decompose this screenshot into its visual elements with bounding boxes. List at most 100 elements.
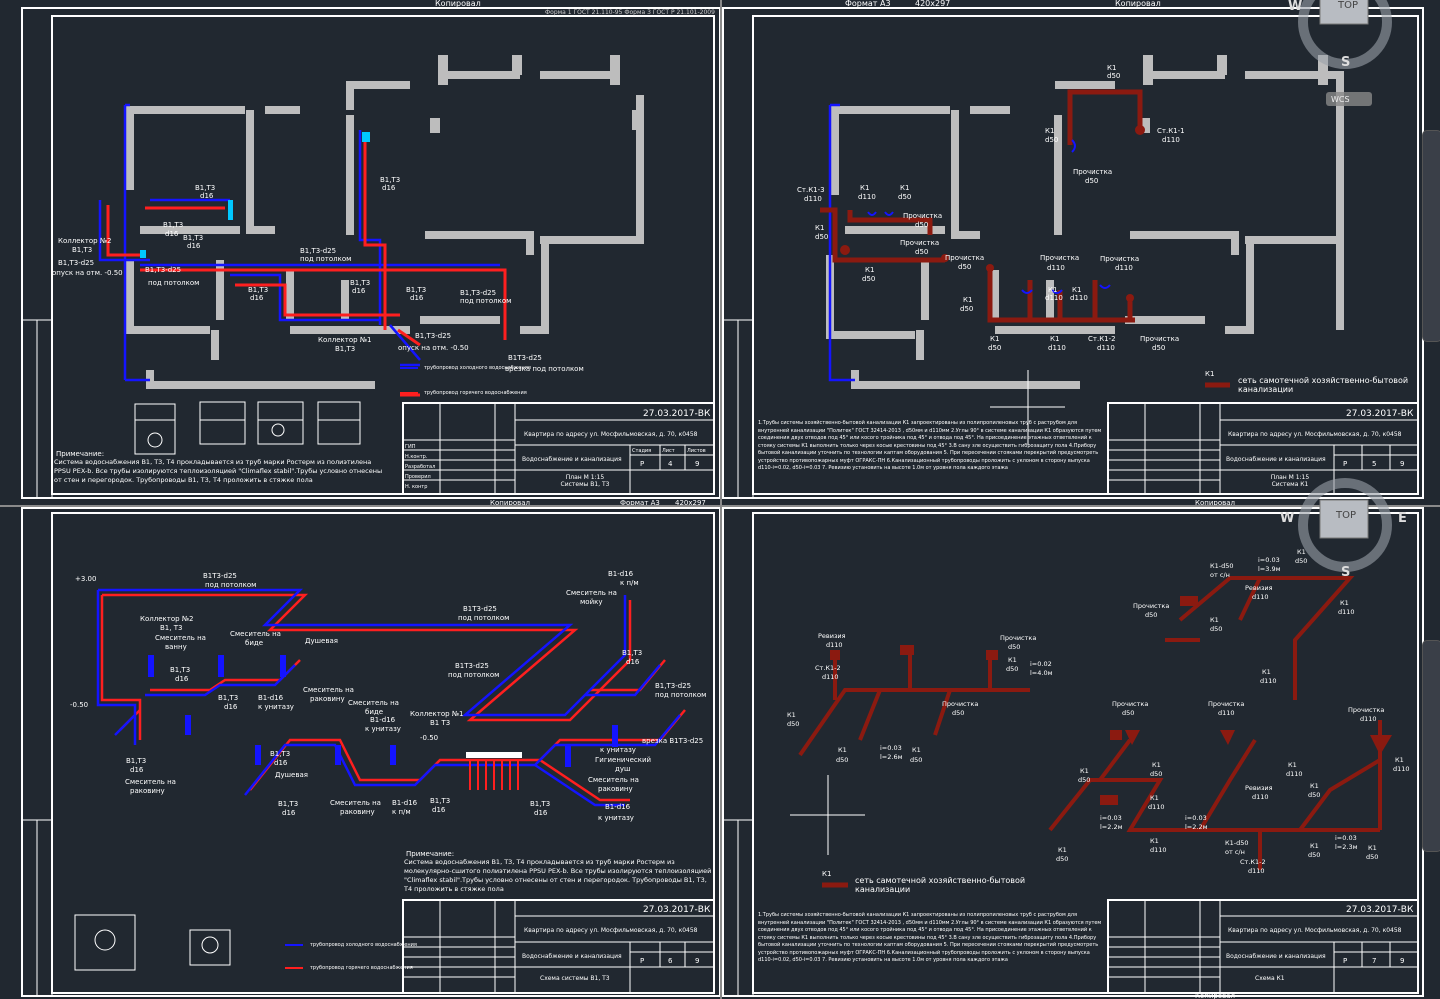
svg-text:В1-d16: В1-d16 — [392, 799, 418, 807]
svg-text:l=3.9м: l=3.9м — [1258, 565, 1281, 573]
svg-text:В1,Т3-d25: В1,Т3-d25 — [415, 332, 451, 340]
svg-text:d110: d110 — [1047, 264, 1065, 272]
svg-text:d110: d110 — [1070, 294, 1088, 302]
svg-text:Прочистка: Прочистка — [900, 239, 939, 247]
svg-text:d110: d110 — [1150, 846, 1167, 854]
svg-text:d110: d110 — [1248, 867, 1265, 875]
svg-text:под потолком: под потолком — [460, 297, 511, 305]
svg-text:WCS: WCS — [1331, 95, 1350, 104]
svg-text:Ст.К1-2: Ст.К1-2 — [815, 664, 841, 672]
svg-text:Коллектор №1: Коллектор №1 — [410, 710, 464, 718]
sheet-inner-frame — [51, 512, 715, 994]
svg-text:В1,Т3: В1,Т3 — [170, 666, 190, 674]
svg-text:Квартира по адресу ул. Мосфиль: Квартира по адресу ул. Мосфильмовская, д… — [524, 927, 698, 934]
svg-text:6: 6 — [668, 957, 673, 965]
svg-text:под потолком: под потолком — [300, 255, 351, 263]
svg-text:Коллектор №2: Коллектор №2 — [140, 615, 194, 623]
svg-text:Н.контр.: Н.контр. — [405, 454, 428, 460]
svg-text:под потолком: под потолком — [448, 671, 499, 679]
svg-text:d110: d110 — [1097, 344, 1115, 352]
svg-text:К1: К1 — [1297, 548, 1306, 556]
sheet-plan-water: Копировал Форма 1 ГОСТ 21.110-95 Форма 3… — [21, 0, 721, 507]
svg-text:К1: К1 — [1045, 127, 1054, 135]
svg-text:d110: d110 — [1260, 677, 1277, 685]
svg-text:В1,Т3: В1,Т3 — [406, 286, 426, 294]
svg-text:ванну: ванну — [165, 643, 187, 651]
svg-text:В1,Т3: В1,Т3 — [163, 221, 183, 229]
sheet-inner-frame — [752, 512, 1419, 994]
wcs-button[interactable] — [1326, 92, 1372, 106]
svg-text:d16: d16 — [282, 809, 296, 817]
svg-text:К1: К1 — [865, 266, 874, 274]
label-collector-2: Коллектор №2 — [58, 237, 112, 245]
navigation-bar-top[interactable] — [1422, 130, 1440, 342]
title-date-code: 27.03.2017-ВК — [643, 409, 711, 419]
svg-text:Копировал: Копировал — [1195, 499, 1235, 507]
svg-text:Прочистка: Прочистка — [1100, 255, 1139, 263]
sewer-pipes — [820, 89, 1143, 323]
sewer-notes: 1.Трубы системы хозяйственно-бытовой кан… — [758, 420, 1101, 471]
svg-text:d50: d50 — [1308, 851, 1320, 859]
svg-text:Примечание:: Примечание: — [406, 850, 454, 858]
svg-text:к унитазу: к унитазу — [598, 814, 634, 822]
svg-text:К1: К1 — [963, 296, 972, 304]
svg-text:В1,Т3-d25: В1,Т3-d25 — [145, 266, 181, 274]
svg-text:Схема К1: Схема К1 — [1255, 975, 1285, 982]
viewcube-bottom[interactable]: TOP W E S — [1280, 478, 1407, 580]
svg-text:d16: d16 — [432, 806, 446, 814]
svg-text:К1: К1 — [1340, 599, 1349, 607]
svg-text:d50: d50 — [815, 233, 828, 241]
svg-text:d110: d110 — [1162, 136, 1180, 144]
navigation-bar-bottom[interactable] — [1422, 640, 1440, 852]
svg-text:Смеситель на: Смеситель на — [348, 699, 399, 707]
svg-text:W: W — [1280, 511, 1294, 526]
svg-text:К1: К1 — [1310, 842, 1319, 850]
svg-text:Смеситель на: Смеситель на — [155, 634, 206, 642]
svg-text:9: 9 — [695, 957, 699, 965]
svg-text:i=0.03: i=0.03 — [1335, 834, 1357, 842]
svg-text:трубопровод холодного водоснаб: трубопровод холодного водоснабжения — [310, 942, 417, 948]
note-title: Примечание: — [56, 450, 104, 458]
window-stubs — [430, 55, 642, 133]
svg-text:трубопровод горячего водоснабж: трубопровод горячего водоснабжения — [424, 390, 527, 396]
svg-text:К1: К1 — [912, 746, 921, 754]
svg-text:d50: d50 — [988, 344, 1001, 352]
svg-text:d50: d50 — [915, 248, 928, 256]
svg-text:d16: d16 — [200, 192, 214, 200]
sheet-inner-frame — [752, 15, 1419, 495]
svg-text:Квартира по адресу ул. Мосфиль: Квартира по адресу ул. Мосфильмовская, д… — [1228, 927, 1402, 934]
svg-text:биде: биде — [245, 639, 263, 647]
svg-text:К1: К1 — [822, 870, 831, 878]
svg-text:К1: К1 — [838, 746, 847, 754]
viewcube-top[interactable]: TOP W S WCS — [1288, 0, 1392, 106]
title-section: Водоснабжение и канализация — [522, 456, 622, 463]
svg-text:d110: d110 — [1252, 793, 1269, 801]
svg-text:В1,Т3: В1,Т3 — [335, 345, 355, 353]
svg-text:W: W — [1288, 0, 1302, 14]
svg-text:d16: d16 — [224, 703, 238, 711]
svg-text:Водоснабжение и канализация: Водоснабжение и канализация — [1226, 953, 1326, 960]
svg-text:d110: d110 — [804, 195, 822, 203]
svg-text:+3.00: +3.00 — [75, 575, 96, 583]
svg-text:d50: d50 — [915, 221, 928, 229]
sheet-plan-sewer: Формат А3 420x297 Копировал Копировал — [722, 0, 1424, 507]
detail-sketches — [134, 401, 361, 455]
svg-text:d110: d110 — [826, 641, 843, 649]
collector-1-manifold — [469, 760, 519, 790]
svg-text:27.03.2017-ВК: 27.03.2017-ВК — [643, 905, 711, 915]
svg-text:l=2.2м: l=2.2м — [1100, 823, 1123, 831]
svg-text:к унитазу: к унитазу — [365, 725, 401, 733]
header-copy: Копировал — [435, 0, 481, 8]
svg-text:S: S — [1341, 55, 1350, 70]
collector-markers — [140, 132, 370, 258]
svg-text:К1: К1 — [1262, 668, 1271, 676]
footer-format: Формат А3 — [620, 499, 660, 507]
svg-text:К1: К1 — [1395, 756, 1404, 764]
svg-text:В1,Т3: В1,Т3 — [183, 234, 203, 242]
sanitary-fixtures — [867, 139, 1111, 294]
svg-text:d110: d110 — [1393, 765, 1410, 773]
svg-text:ГИП: ГИП — [405, 444, 416, 450]
svg-text:К1: К1 — [990, 335, 999, 343]
svg-text:В1,Т3: В1,Т3 — [126, 757, 146, 765]
